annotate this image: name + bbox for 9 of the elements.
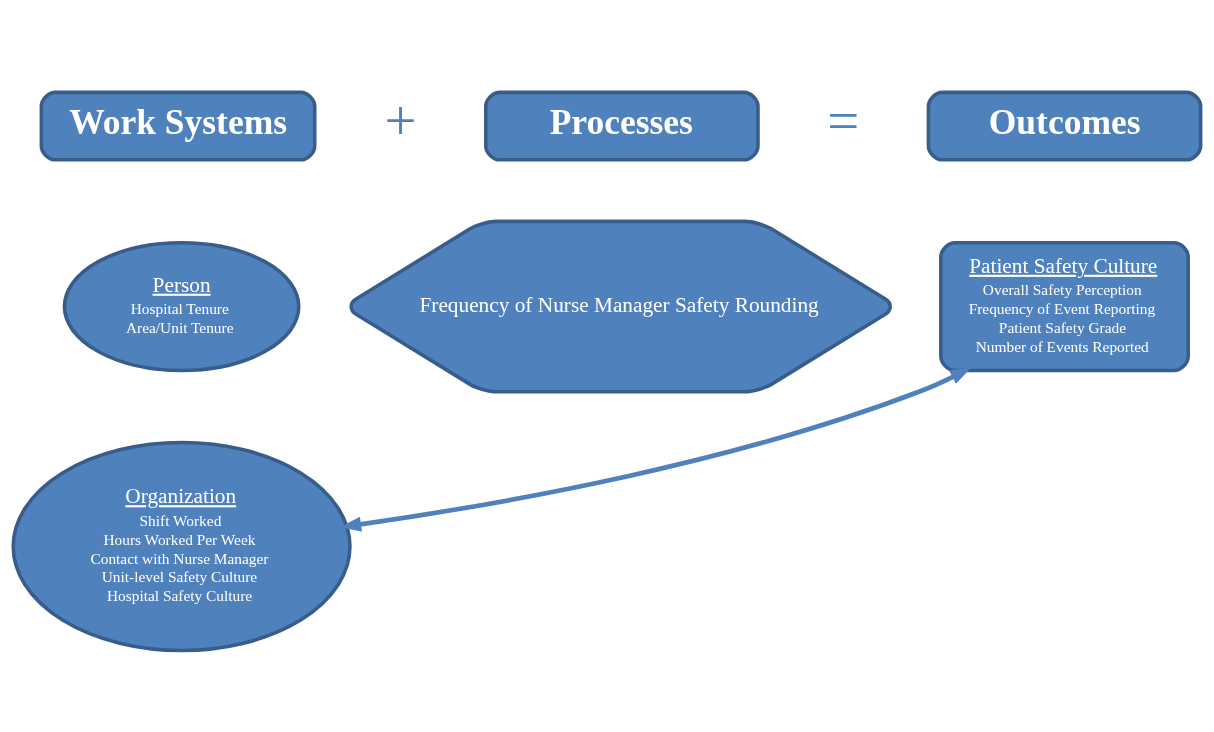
node-box: Outcomes (926, 90, 1203, 162)
node-ellipse: Frequency of Nurse Manager Safety Rounding (349, 219, 892, 394)
node-ellipse: Person Hospital Tenure Area/Unit Tenure (62, 240, 301, 373)
node-box: Work Systems (39, 90, 317, 162)
label: + (384, 89, 417, 153)
node-box: Processes (484, 90, 760, 162)
node-ellipse: Organization Shift Worked Hours Worked Per Week Contact with Nurse Manager Unit-level Safety Culture Hospital Safety Culture (11, 440, 352, 653)
label: = (827, 89, 860, 153)
node-box: Patient Safety Culture Overall Safety Perception Frequency of Event Reporting Patient Safety Grade Number of Events Reported (939, 240, 1190, 373)
